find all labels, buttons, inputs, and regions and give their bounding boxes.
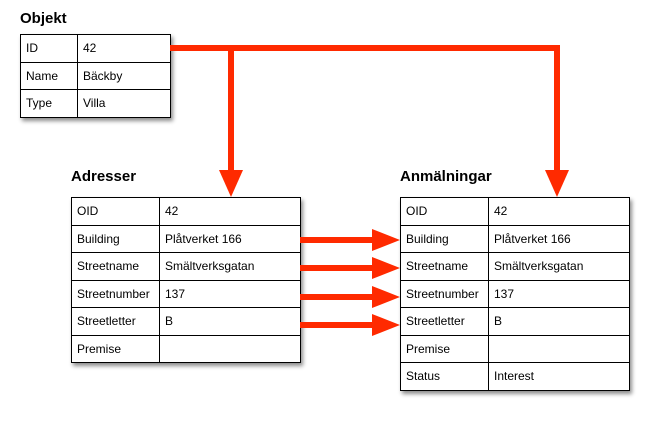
table-row: Streetletter B xyxy=(71,307,301,336)
anmalningar-title: Anmälningar xyxy=(400,168,492,185)
field-key: Premise xyxy=(71,334,160,363)
arrow-objekt-to-anmalningar xyxy=(170,45,560,172)
arrowhead-right xyxy=(372,229,400,251)
field-key: OID xyxy=(400,197,489,226)
field-value xyxy=(488,334,630,363)
adresser-title: Adresser xyxy=(71,168,137,185)
field-value: Villa xyxy=(77,89,171,118)
table-row: Name Bäckby xyxy=(20,61,171,90)
field-value: Plåtverket 166 xyxy=(159,224,301,253)
field-value: B xyxy=(159,307,301,336)
table-row: Building Plåtverket 166 xyxy=(400,224,630,253)
table-row: Status Interest xyxy=(400,362,630,391)
field-value: Plåtverket 166 xyxy=(488,224,630,253)
field-value: 42 xyxy=(159,197,301,226)
arrowhead-down xyxy=(545,170,569,197)
field-key: Streetletter xyxy=(400,307,489,336)
field-key: Streetnumber xyxy=(71,279,160,308)
field-value: 42 xyxy=(488,197,630,226)
field-value: Smältverksgatan xyxy=(159,252,301,281)
table-row: Premise xyxy=(71,334,301,363)
arrowhead-right xyxy=(372,314,400,336)
table-row: Streetname Smältverksgatan xyxy=(400,252,630,281)
anmalningar-table: OID 42 Building Plåtverket 166 Streetnam… xyxy=(400,197,630,391)
field-value: Interest xyxy=(488,362,630,391)
table-row: Streetletter B xyxy=(400,307,630,336)
adresser-table: OID 42 Building Plåtverket 166 Streetnam… xyxy=(71,197,301,363)
field-value: 137 xyxy=(488,279,630,308)
table-row: Building Plåtverket 166 xyxy=(71,224,301,253)
field-key: Type xyxy=(20,89,78,118)
arrowhead-right xyxy=(372,257,400,279)
field-value: 42 xyxy=(77,34,171,63)
table-row: Streetname Smältverksgatan xyxy=(71,252,301,281)
field-key: OID xyxy=(71,197,160,226)
field-key: Status xyxy=(400,362,489,391)
field-value: Bäckby xyxy=(77,61,171,90)
field-value: Smältverksgatan xyxy=(488,252,630,281)
field-value xyxy=(159,334,301,363)
field-key: ID xyxy=(20,34,78,63)
field-key: Building xyxy=(71,224,160,253)
field-key: Streetname xyxy=(400,252,489,281)
table-row: Streetnumber 137 xyxy=(400,279,630,308)
field-key: Name xyxy=(20,61,78,90)
field-key: Streetletter xyxy=(71,307,160,336)
objekt-table: ID 42 Name Bäckby Type Villa xyxy=(20,34,171,118)
field-key: Premise xyxy=(400,334,489,363)
field-key: Streetname xyxy=(71,252,160,281)
field-value: B xyxy=(488,307,630,336)
field-value: 137 xyxy=(159,279,301,308)
field-key: Streetnumber xyxy=(400,279,489,308)
table-row: Streetnumber 137 xyxy=(71,279,301,308)
field-key: Building xyxy=(400,224,489,253)
arrowhead-down xyxy=(219,170,243,197)
arrowhead-right xyxy=(372,286,400,308)
table-row: ID 42 xyxy=(20,34,171,63)
table-row: Type Villa xyxy=(20,89,171,118)
table-row: OID 42 xyxy=(400,197,630,226)
objekt-title: Objekt xyxy=(20,10,67,27)
table-row: OID 42 xyxy=(71,197,301,226)
table-row: Premise xyxy=(400,334,630,363)
